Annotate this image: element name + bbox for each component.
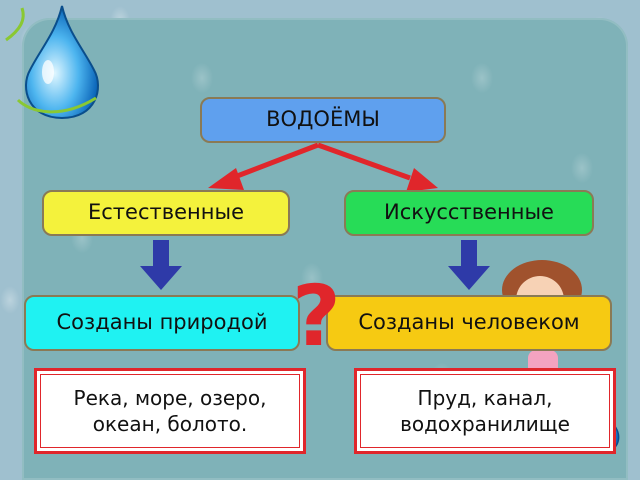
arrow-natural-to-origin	[140, 240, 182, 290]
arrow-root-to-artificial	[317, 142, 438, 192]
origin-artificial: Созданы человеком	[326, 295, 612, 351]
examples-natural: Река, море, озеро, океан, болото.	[34, 368, 306, 454]
category-artificial: Искусственные	[344, 190, 594, 236]
arrow-root-to-natural	[208, 142, 319, 190]
origin-natural: Созданы природой	[24, 295, 300, 351]
water-drop-icon	[5, 5, 99, 120]
root-node: ВОДОЁМЫ	[200, 97, 446, 143]
category-natural: Естественные	[42, 190, 290, 236]
examples-artificial: Пруд, канал, водохранилище	[354, 368, 616, 454]
arrow-artificial-to-origin	[448, 240, 490, 290]
